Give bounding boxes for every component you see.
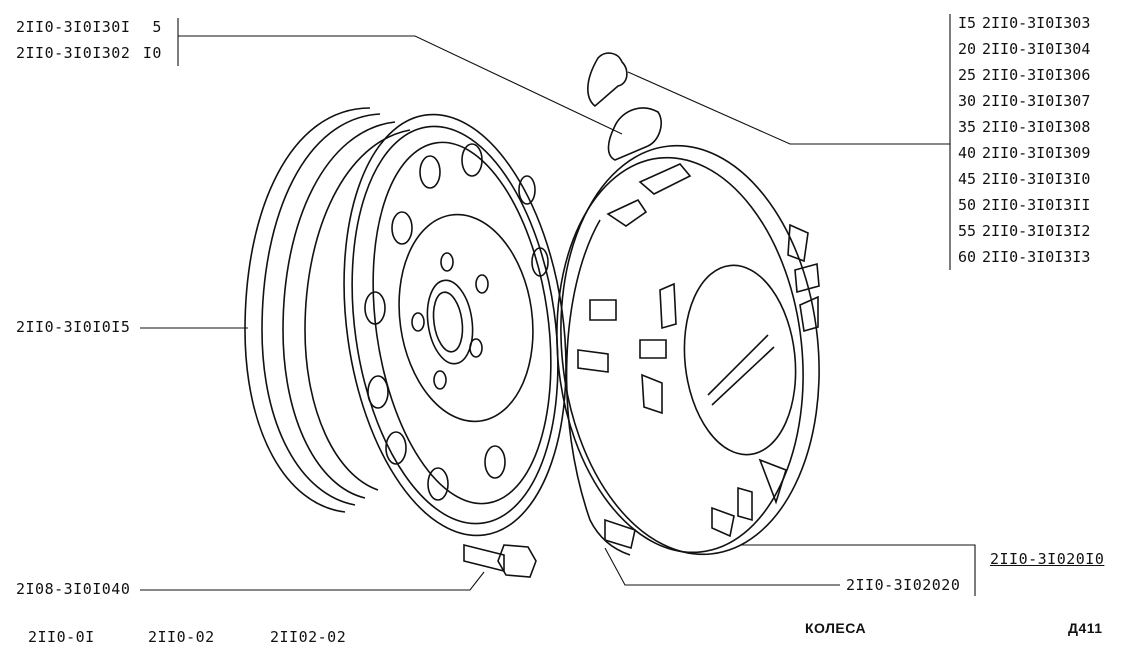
model-code-2: 2II0-02 xyxy=(148,628,215,646)
callout-wheel: 2II0-3I0I0I5 xyxy=(16,318,131,336)
wheel-rim xyxy=(244,107,567,537)
part-qty: 5 xyxy=(152,18,162,36)
hub-cap xyxy=(556,144,820,556)
model-code-3: 2II02-02 xyxy=(270,628,347,646)
section-title: КОЛЕСА xyxy=(805,620,867,636)
wheel-bolt xyxy=(463,543,537,578)
callout-balance-weight-2: 2II0-3I0I302 I0 xyxy=(16,44,162,62)
model-code-1: 2II0-0I xyxy=(28,628,95,646)
balance-weights xyxy=(587,52,662,161)
callout-cap-outer: 2II0-3I020I0 xyxy=(990,550,1105,568)
callout-bolt: 2I08-3I0I040 xyxy=(16,580,131,598)
callout-cap-inner: 2II0-3I02020 xyxy=(846,576,961,594)
page-code: Д411 xyxy=(1068,620,1103,636)
part-number: 2II0-3I0I302 xyxy=(16,44,131,62)
part-qty: I0 xyxy=(142,44,162,62)
leader-lines xyxy=(140,14,976,596)
part-number: 2II0-3I0I30I xyxy=(16,18,131,36)
callout-balance-weight-1: 2II0-3I0I30I 5 xyxy=(16,18,162,36)
